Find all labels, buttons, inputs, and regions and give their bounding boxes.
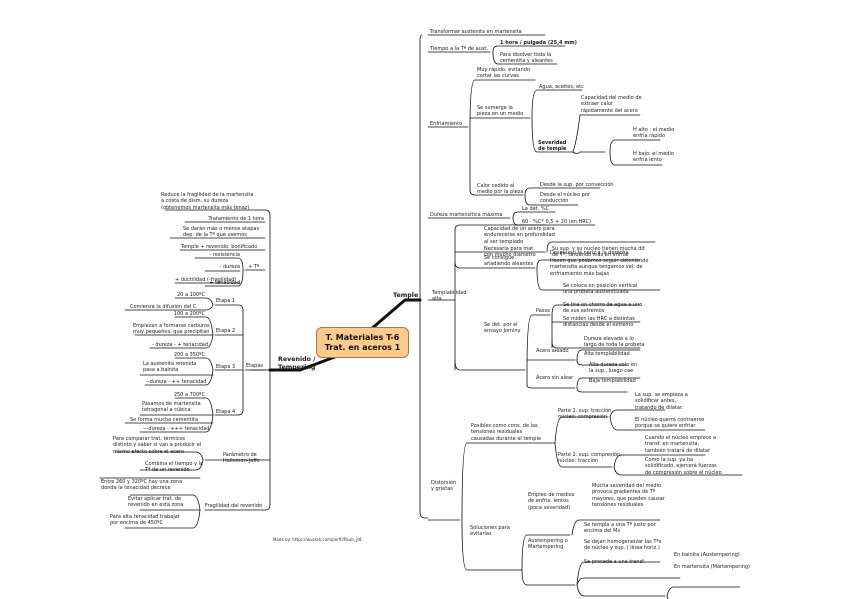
node-auster-a[interactable]: Se templa a una Tª justo por encima del … — [584, 522, 656, 535]
node-resistencia[interactable]: - resistencia — [209, 252, 240, 258]
node-paso3[interactable]: Se miden las HRC a distintas distancias … — [563, 316, 635, 329]
node-agua[interactable]: Agua, aceites, etc — [539, 84, 584, 90]
node-templabilidad[interactable]: Templabilidad alta — [432, 290, 467, 303]
node-h-bajo[interactable]: H bajo: el medio enfría lento — [633, 151, 674, 164]
node-frag-c[interactable]: Para alta tenacidad trabajar por encima … — [110, 514, 180, 527]
node-tenacidad[interactable]: + tenacidad — [209, 280, 240, 286]
node-empleo-a[interactable]: Mucha severidad del medio provoca gradie… — [592, 483, 665, 509]
node-fragilidad[interactable]: Fragilidad del revenido — [205, 503, 263, 509]
node-auster-b[interactable]: Se dejan homogeneizar las Tªs de núcleo … — [584, 539, 662, 552]
node-parte1[interactable]: Parte 1. sup: tracción, núcleo: compresi… — [558, 408, 613, 421]
node-necesaria[interactable]: Necesaria para mat. con mucho diámetro — [484, 246, 536, 259]
node-hollomon[interactable]: Parámetro de Hollomon-Jaffe — [223, 452, 260, 465]
node-sin-alear-b[interactable]: Baja templabilidad — [589, 378, 636, 384]
node-etapa2-b[interactable]: - dureza - + tenacidad — [152, 342, 209, 348]
node-paso1[interactable]: Se coloca en posición vertical una probe… — [563, 283, 638, 296]
node-bonificado[interactable]: Temple + revenido: bonificado — [181, 244, 258, 250]
node-distorsion[interactable]: Distorsión y grietas — [431, 480, 457, 493]
node-posibles[interactable]: Posibles como cons. de las tensiones res… — [471, 423, 541, 442]
node-capacidad-medio[interactable]: Capacidad del medio de extraer calor ráp… — [581, 95, 642, 114]
central-title-line2: Trat. en aceros 1 — [324, 342, 401, 352]
node-parte2-a[interactable]: Cuando el núcleo empiece a transf. en ma… — [645, 435, 717, 454]
node-revenido[interactable]: Revenido / Tempering — [278, 356, 316, 371]
node-etapa4-temp[interactable]: 250 a 700ºC — [173, 392, 205, 398]
node-etapa3[interactable]: Etapa 3 — [216, 364, 236, 370]
node-etapas[interactable]: Etapas — [246, 363, 264, 369]
node-etapa4-a[interactable]: Pasamos de martensita tetragonal a cúbic… — [142, 401, 201, 414]
node-etapa3-b[interactable]: --dureza - ++ tenacidad — [146, 379, 207, 385]
node-etapas-intro[interactable]: Se darán más o menos etapas dep. de la T… — [183, 226, 260, 239]
node-mas-t[interactable]: + Tª — [248, 264, 260, 270]
node-necesaria-a[interactable]: Su sup. y su núcleo tienen mucha dif. de… — [552, 246, 646, 259]
node-auster-c[interactable]: Se procede a una transf. — [584, 559, 646, 565]
node-empleo[interactable]: Empleo de medios de enfria. lentos (poca… — [528, 492, 575, 511]
node-hollomon-b[interactable]: Combina el tiempo y la Tª de un revenido — [145, 461, 203, 474]
node-etapa1-temp[interactable]: 20 a 100ºC — [177, 292, 205, 298]
node-temple[interactable]: Temple — [393, 292, 419, 299]
node-h-alto[interactable]: H alto : el medio enfría rápido — [633, 127, 675, 140]
node-soluciones[interactable]: Soluciones para evitarlas — [470, 525, 510, 538]
node-pasos[interactable]: Pasos — [536, 308, 551, 314]
node-conveccion[interactable]: Desde la sup. por convección — [540, 182, 614, 188]
node-aleado-a[interactable]: Dureza elevada a lo largo de toda la pro… — [584, 336, 645, 349]
node-dureza-a[interactable]: La det. %C — [522, 206, 550, 212]
node-ductilidad[interactable]: + ductilidad (-fragilidad) — [175, 277, 237, 283]
node-etapa1-a[interactable]: Comienza la difusión del C — [130, 304, 197, 310]
node-parte2[interactable]: Parte 2. sup: compresión, núcleo: tracci… — [558, 452, 622, 465]
node-martensita[interactable]: En martensita (Martempering) — [674, 564, 751, 570]
node-templab-capacidad[interactable]: Capacidad de un acero para endurecerse e… — [484, 226, 555, 245]
node-bainita[interactable]: En bainita (Austempering) — [674, 552, 740, 558]
node-calor[interactable]: Calor cedido al medio por la pieza — [477, 183, 524, 196]
node-tratamiento[interactable]: Tratamiento de 1 hora — [208, 216, 264, 222]
central-title-line1: T. Materiales T-6 — [325, 332, 400, 342]
node-sin-alear-a[interactable]: Alta dureza solo en la sup., luego cae — [589, 362, 638, 375]
node-auster[interactable]: Austempering o Martempering — [528, 538, 568, 551]
node-tiempo[interactable]: Tiempo a la Tª de aust. — [430, 46, 488, 52]
node-transformar[interactable]: Transformar austenita en martensita — [430, 29, 522, 35]
node-tiempo-b[interactable]: Para disolver toda la cementita y aleant… — [500, 52, 553, 65]
node-etapa4[interactable]: Etapa 4 — [216, 409, 236, 415]
node-etapa2[interactable]: Etapa 2 — [216, 328, 236, 334]
node-paso2[interactable]: Se tira un chorro de agua a uno de sus e… — [563, 302, 643, 315]
node-aleado-b[interactable]: Alta templabilidad — [584, 351, 630, 357]
node-etapa3-temp[interactable]: 200 a 350ºC — [173, 352, 205, 358]
node-parte1-b[interactable]: El núcleo querrá contraerse porque se qu… — [635, 417, 705, 430]
footer-credit: Made by: https://wuolah.com/perfil/Pauls… — [273, 537, 362, 542]
node-sin-alear[interactable]: Acero sin alear — [536, 375, 574, 381]
node-severidad[interactable]: Severidad de temple — [538, 140, 567, 153]
node-dureza-max[interactable]: Dureza martensítica máxima — [430, 212, 503, 218]
node-tiempo-a[interactable]: 1 hora / pulgada (25,4 mm) — [500, 40, 577, 46]
node-consigue-b[interactable]: Hacen que podamos seguir obteniendo mart… — [550, 258, 649, 277]
node-rapido[interactable]: Muy rápido, evitando cortar las curvas — [477, 67, 530, 80]
node-sumerge[interactable]: Se sumerge la pieza en un medio — [477, 105, 524, 118]
node-menos-dureza[interactable]: - dureza — [219, 264, 240, 270]
node-etapa4-c[interactable]: ---dureza - +++ tenacidad — [143, 426, 210, 432]
node-consigue-a[interactable]: Desplazan la nariz a la derecha — [550, 250, 629, 256]
node-reduce[interactable]: Reduce la fragilidad de la martensita a … — [161, 192, 254, 211]
node-frag-a[interactable]: Entre 260 y 320ºC hay una zona donde la … — [101, 479, 183, 492]
node-enfriamiento[interactable]: Enfriamiento — [430, 121, 463, 127]
node-dureza-b[interactable]: 60 · %C* 0,5 + 20 (en HRC) — [522, 219, 591, 225]
node-consigue[interactable]: Se consigue añadiendo aleantes — [484, 255, 534, 268]
node-etapa4-b[interactable]: Se forma mucha cementita — [130, 417, 199, 423]
node-conduccion[interactable]: Desde el núcleo por conducción — [540, 192, 590, 205]
node-etapa3-a[interactable]: La austenita retenida pasa a bainita — [143, 361, 197, 374]
central-topic[interactable]: T. Materiales T-6 Trat. en aceros 1 — [316, 327, 409, 358]
node-etapa1[interactable]: Etapa 1 — [216, 298, 236, 304]
node-etapa2-a[interactable]: Empiezan a formarse carburos muy pequeño… — [133, 323, 210, 336]
node-etapa2-temp[interactable]: 100 a 200ºC — [173, 311, 205, 317]
node-aleado[interactable]: Acero aleado — [536, 348, 569, 354]
node-frag-b[interactable]: Evitar aplicar trat. de revenido en esta… — [128, 496, 184, 509]
node-jominy[interactable]: Se det. por el ensayo Jominy — [484, 322, 521, 335]
node-hollomon-a[interactable]: Para comparar trat. térmicos distinto y … — [113, 436, 202, 455]
node-parte2-b[interactable]: Como la sup. ya ha solidificado, ejercer… — [645, 457, 722, 476]
node-parte1-a[interactable]: La sup. se empieza a solidificar antes, … — [635, 392, 688, 411]
